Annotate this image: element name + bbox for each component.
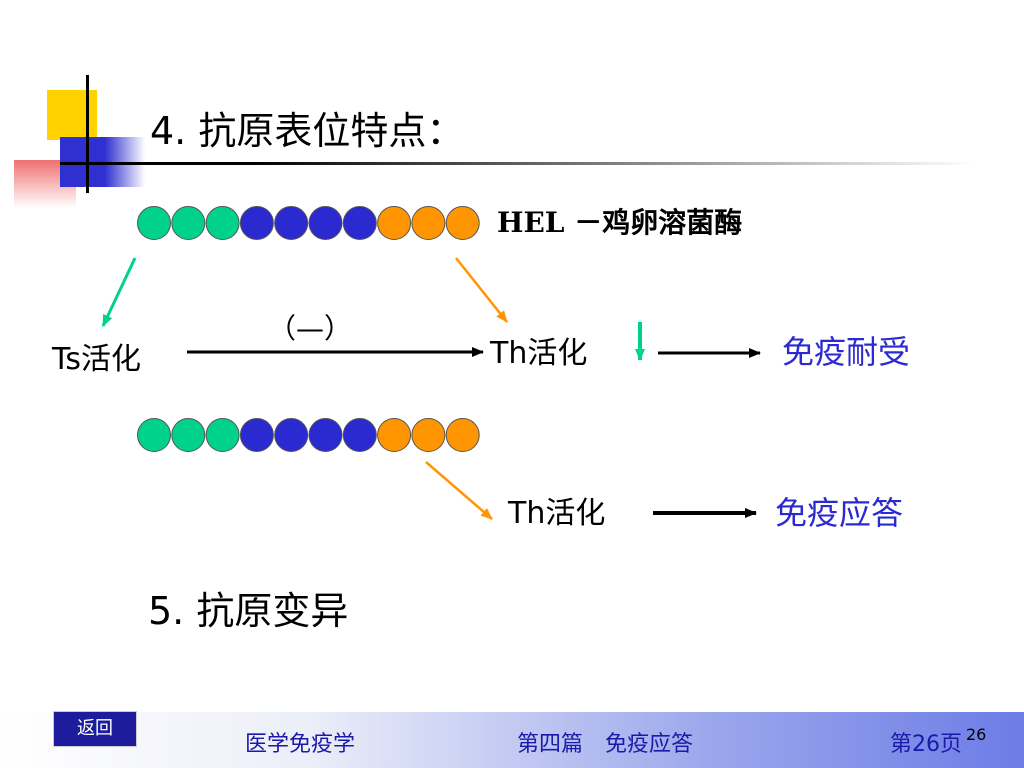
epitope-bead bbox=[239, 206, 274, 240]
epitope-bead bbox=[377, 418, 412, 452]
epitope-bead bbox=[205, 206, 240, 240]
epitope-bead bbox=[411, 418, 446, 452]
decor-vertical-line bbox=[86, 75, 89, 193]
arrow-to-th-bottom bbox=[425, 461, 493, 520]
inhibition-label: （—） bbox=[268, 312, 353, 345]
footer-page-label: 第26页 bbox=[890, 732, 962, 757]
arrow-to-ts bbox=[101, 257, 137, 327]
section-subtitle: 5. 抗原变异 bbox=[148, 589, 349, 633]
epitope-bead bbox=[445, 206, 480, 240]
epitope-bead bbox=[274, 206, 309, 240]
epitope-bead bbox=[308, 206, 343, 240]
epitope-bead bbox=[239, 418, 274, 452]
slide-title: 4. 抗原表位特点： bbox=[150, 109, 465, 153]
back-button[interactable]: 返回 bbox=[53, 711, 137, 747]
epitope-bead bbox=[205, 418, 240, 452]
epitope-bead bbox=[411, 206, 446, 240]
epitope-bead bbox=[308, 418, 343, 452]
epitope-bead bbox=[342, 206, 377, 240]
immune-tolerance-label: 免疫耐受 bbox=[782, 333, 911, 371]
epitope-bead-chain-bottom bbox=[137, 418, 480, 452]
epitope-bead-chain-top bbox=[137, 206, 480, 240]
footer-bar bbox=[0, 712, 1024, 768]
th-activation-label-top: Th活化 bbox=[490, 336, 588, 371]
immune-response-label: 免疫应答 bbox=[775, 494, 904, 532]
epitope-bead bbox=[171, 418, 206, 452]
epitope-bead bbox=[137, 418, 171, 452]
hel-label: HEL －鸡卵溶菌酶 bbox=[497, 206, 743, 239]
ts-activation-label: Ts活化 bbox=[52, 342, 141, 377]
epitope-bead bbox=[137, 206, 171, 240]
arrow-to-th-top bbox=[455, 257, 508, 323]
epitope-bead bbox=[274, 418, 309, 452]
epitope-bead bbox=[445, 418, 480, 452]
title-underline bbox=[60, 162, 1024, 165]
slide-page-number: 26 bbox=[966, 725, 987, 744]
footer-chapter-title: 第四篇 免疫应答 bbox=[517, 732, 694, 757]
epitope-bead bbox=[342, 418, 377, 452]
epitope-bead bbox=[171, 206, 206, 240]
footer-course-title: 医学免疫学 bbox=[245, 732, 356, 757]
th-activation-label-bottom: Th活化 bbox=[508, 496, 606, 531]
epitope-bead bbox=[377, 206, 412, 240]
